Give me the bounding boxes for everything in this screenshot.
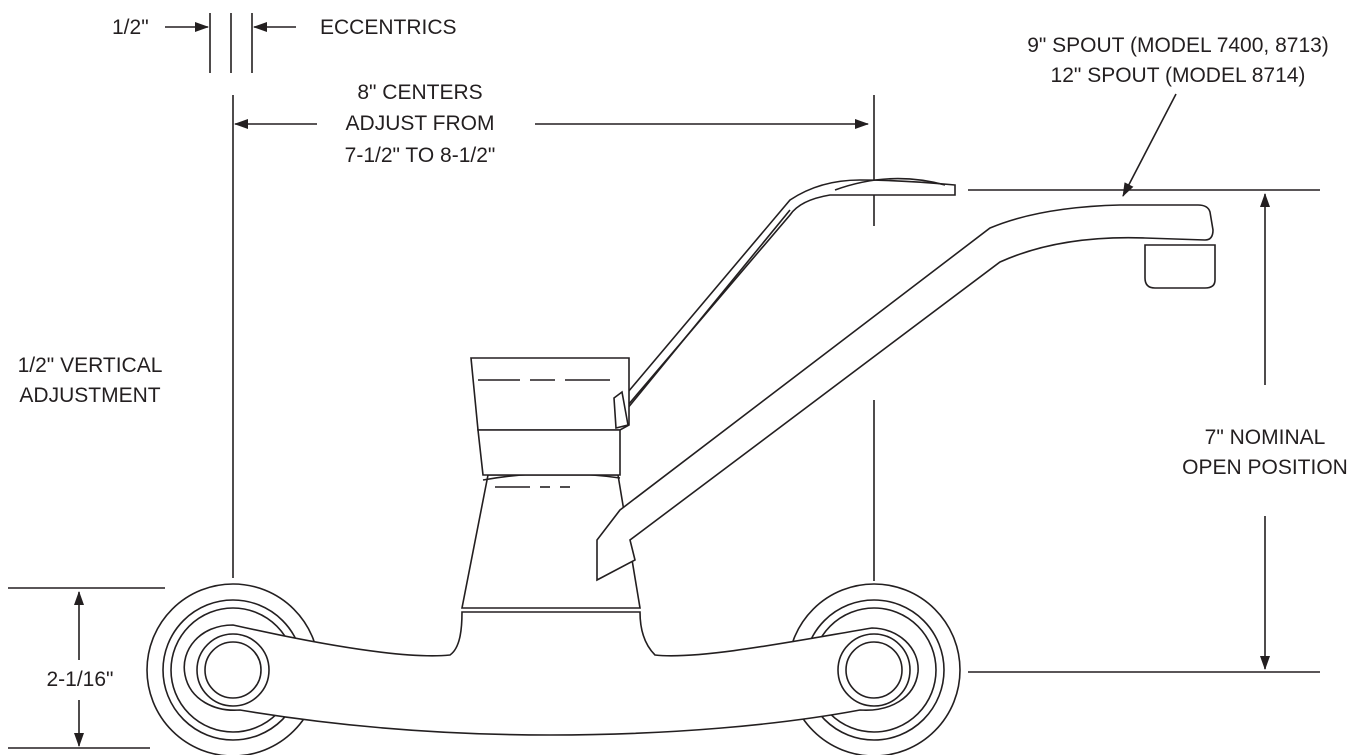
eccentrics-dimension [165,13,296,73]
nominal-height-dimension [968,189,1320,673]
centers-label-line1: 8" CENTERS [357,81,483,104]
vertical-adjustment-label-line2: ADJUSTMENT [19,384,161,407]
nominal-height-label-line1: 7" NOMINAL [1204,426,1326,449]
faucet-spout [596,204,1214,582]
spout-label-line1: 9" SPOUT (MODEL 7400, 8713) [1027,34,1329,57]
spout-leader [1122,93,1177,197]
faucet-cap [470,357,630,431]
base-height-label: 2-1/16" [46,668,114,691]
eccentrics-label: ECCENTRICS [320,16,457,39]
faucet-base [183,611,919,736]
spout-label-line2: 12" SPOUT (MODEL 8714) [1050,64,1306,87]
nominal-height-label-line2: OPEN POSITION [1182,456,1348,479]
base-height-dimension [8,587,165,749]
centers-dimension [232,95,875,581]
centers-label-line3: 7-1/2" TO 8-1/2" [344,144,496,167]
vertical-adjustment-label-line1: 1/2" VERTICAL [17,354,163,377]
centers-label-line2: ADJUST FROM [345,112,495,135]
eccentrics-offset-label: 1/2" [112,16,149,39]
faucet-lever-handle [627,179,956,408]
